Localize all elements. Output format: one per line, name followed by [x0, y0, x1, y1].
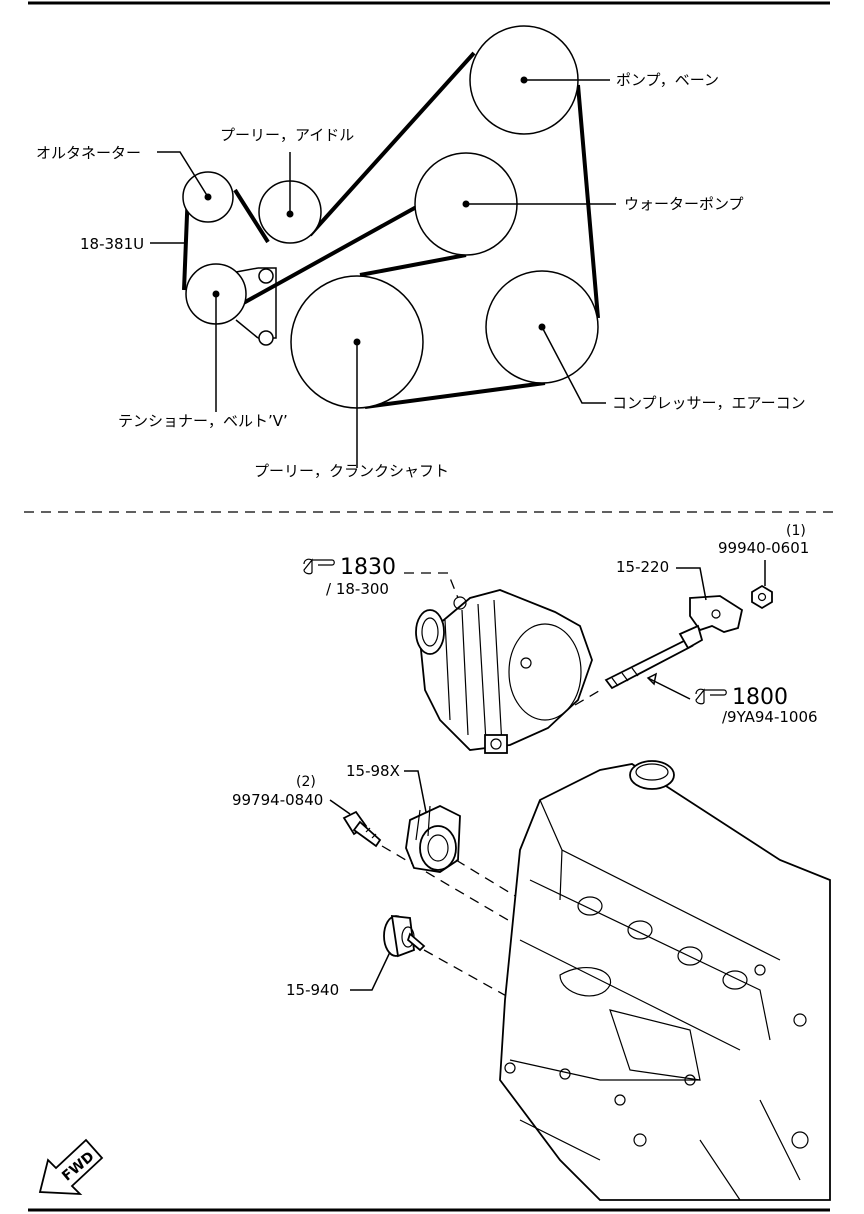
- leader-15-98x: [404, 770, 427, 813]
- label-15-220: 15-220: [616, 558, 669, 576]
- leader-99794: [329, 799, 351, 815]
- hand-pointer-icon: [303, 558, 335, 575]
- leader-ac-compressor: [541, 326, 606, 404]
- label-idler-pulley: プーリー，アイドル: [220, 126, 354, 144]
- fwd-arrow-icon: [38, 1138, 104, 1196]
- leader-bolt-dash: [574, 687, 605, 706]
- leader-bolt-engine: [381, 845, 526, 931]
- water-outlet-15-98x: [405, 805, 461, 873]
- drive-belt: [182, 51, 600, 409]
- ref-1830: 1830: [340, 555, 396, 580]
- leader-alternator: [157, 151, 209, 198]
- bolt-99794-0840: [342, 810, 382, 848]
- idler-pulley-15-940: [383, 914, 426, 958]
- label-15-98x: 15-98X: [346, 762, 400, 780]
- label-crank-pulley: プーリー，クランクシャフト: [254, 462, 449, 480]
- label-water-pump: ウォーターポンプ: [624, 195, 744, 213]
- nut-99940-0601: [751, 584, 773, 610]
- hand-pointer-icon: [695, 688, 727, 705]
- bracket-15-220: [689, 595, 744, 633]
- leader-15-220: [676, 567, 707, 601]
- bolt-1800: [604, 624, 704, 690]
- label-alternator: オルタネーター: [36, 144, 141, 162]
- ref-1830-sub: / 18-300: [326, 580, 389, 598]
- alternator-assembly: [415, 589, 593, 754]
- tensioner-bolt-top: [258, 268, 274, 284]
- label-99794-0840: 99794-0840: [232, 791, 323, 809]
- label-99940-0601: 99940-0601: [718, 539, 809, 557]
- label-15-940: 15-940: [286, 981, 339, 999]
- belt-routing: [150, 25, 616, 468]
- tensioner-bolt-bottom: [258, 330, 274, 346]
- engine-block: [499, 760, 831, 1201]
- label-tensioner: テンショナー，ベルト’V’: [118, 412, 288, 430]
- qty-2: (2): [296, 774, 316, 790]
- leader-15-940: [350, 951, 391, 991]
- ref-1800-sub: /9YA94-1006: [722, 708, 818, 726]
- label-belt: 18-381U: [80, 235, 144, 253]
- label-ac-compressor: コンプレッサー，エアーコン: [612, 394, 806, 412]
- qty-1: (1): [786, 523, 806, 539]
- ref-1800: 1800: [732, 685, 788, 710]
- leader-idler-engine: [423, 949, 511, 999]
- leader-1830: [404, 572, 459, 599]
- exploded-view: [38, 558, 831, 1201]
- arrow-1800: [646, 672, 658, 686]
- label-vane-pump: ポンプ，ベーン: [616, 71, 719, 89]
